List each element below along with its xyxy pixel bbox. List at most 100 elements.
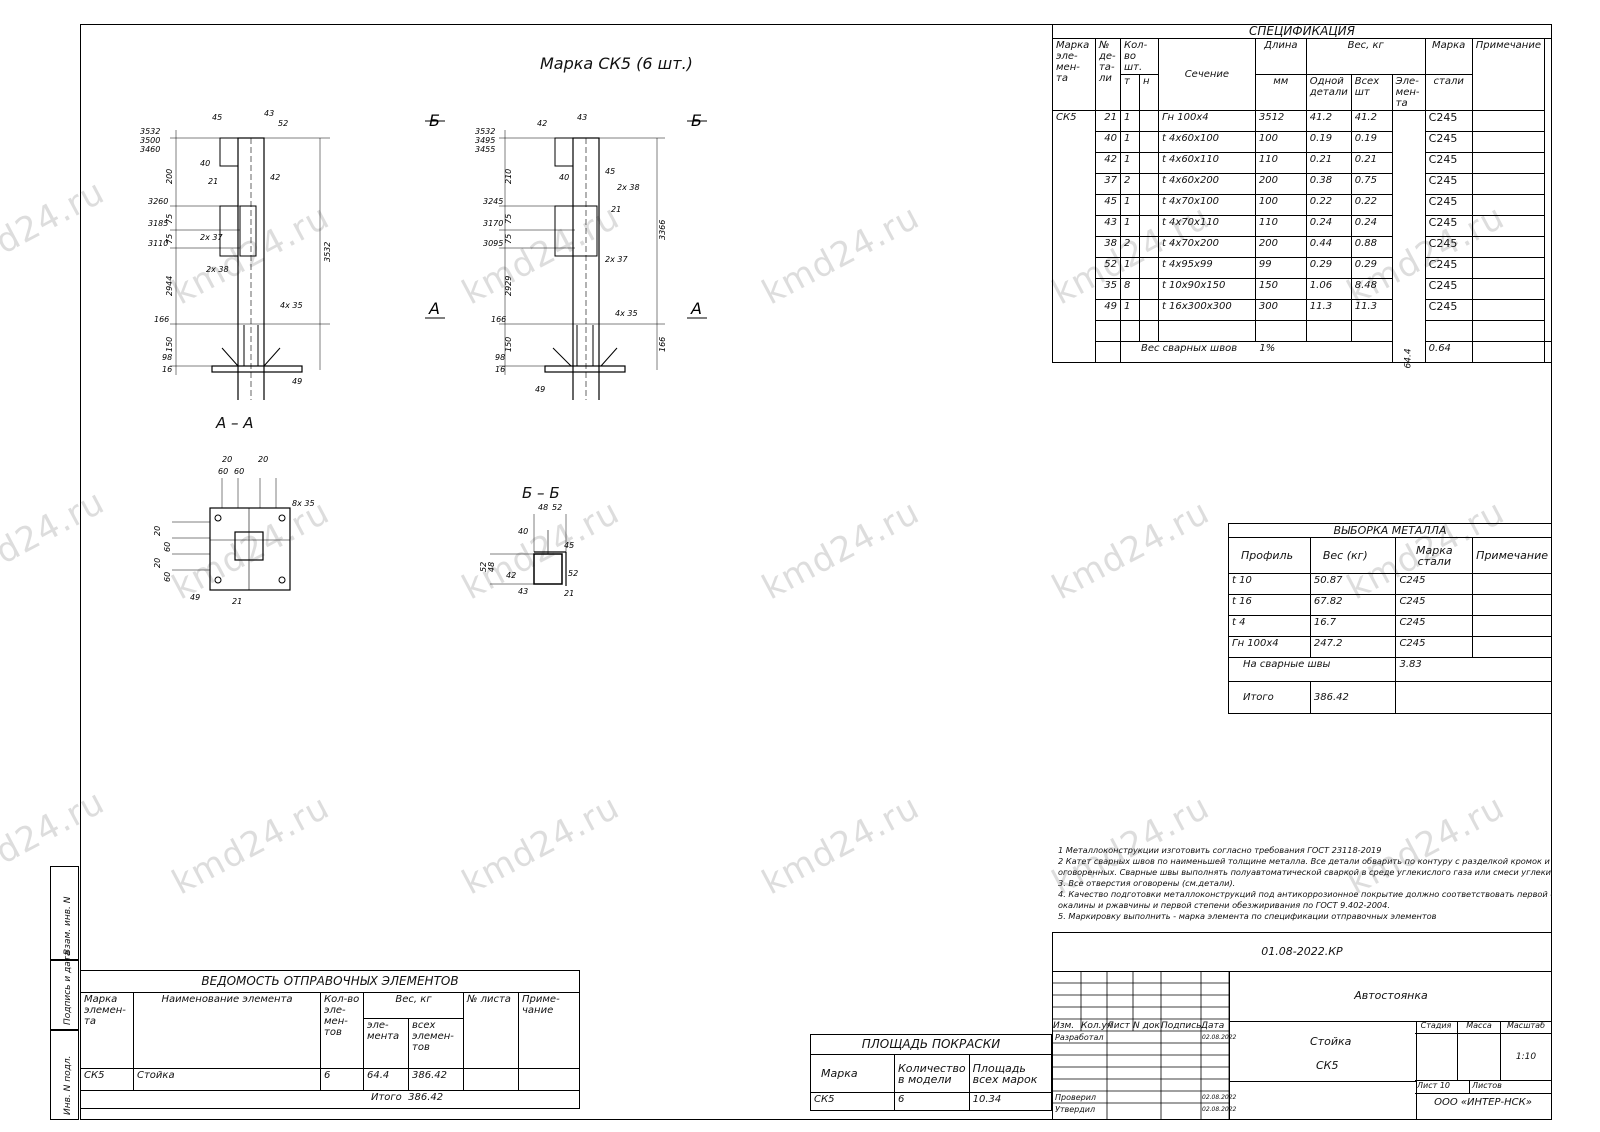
metal-cell-steel: С245 <box>1395 636 1474 658</box>
spec-cell-all: 41.2 <box>1350 110 1393 132</box>
metal-total-value: 386.42 <box>1309 681 1397 714</box>
metal-welds-value: 3.83 <box>1399 659 1422 670</box>
spec-cell-section: t 4х60х200 <box>1157 173 1256 195</box>
side-callout: 45 <box>605 167 615 176</box>
col-label: Изм. <box>1053 1021 1075 1031</box>
cut-label-a: А <box>428 299 440 318</box>
front-dim: 200 <box>165 169 174 184</box>
spec-cell-no: 35 <box>1094 278 1121 300</box>
mass-label: Масса <box>1458 1021 1501 1034</box>
spec-cell-all: 0.22 <box>1350 194 1393 216</box>
spec-cell-section: t 4х70х100 <box>1157 194 1256 216</box>
scale-label: Масштаб <box>1501 1021 1551 1034</box>
title-block-code: 01.08-2022.КР <box>1053 933 1551 972</box>
front-dim: 2944 <box>165 276 174 296</box>
cut-label-b: Б <box>691 111 702 130</box>
col-label: Лист <box>1107 1021 1130 1031</box>
section-bb-drawing: 48 52 52 48 40 45 42 52 43 21 <box>479 503 578 598</box>
spec-cell-one: 0.44 <box>1305 236 1352 258</box>
spec-cell-one: 0.38 <box>1305 173 1352 195</box>
side-callout: 21 <box>611 205 621 214</box>
side-elevation: 3455 <box>475 145 495 154</box>
bb-callout: 21 <box>564 589 574 598</box>
side-dim: 75 <box>504 234 513 244</box>
metal-cell-weight: 50.87 <box>1309 573 1397 595</box>
front-callout: 43 <box>264 109 274 118</box>
front-callout: 21 <box>208 177 218 186</box>
col-label: Кол.уч <box>1081 1021 1113 1031</box>
side-elevation: 16 <box>495 365 505 374</box>
shipping-header-mark: Марка элемен- та <box>80 992 134 1069</box>
spec-cell-no: 45 <box>1094 194 1121 216</box>
spec-cell-length: 3512 <box>1254 110 1307 132</box>
note-line: 3. Все отверстия оговорены (см.детали). <box>1058 878 1236 888</box>
spec-cell-all: 0.24 <box>1350 215 1393 237</box>
sheet-label: Лист 10 <box>1415 1081 1470 1094</box>
side-dim: 3366 <box>658 220 667 240</box>
spec-cell-one: 41.2 <box>1305 110 1352 132</box>
metal-cell-steel: С245 <box>1395 615 1474 637</box>
front-callout: 49 <box>292 377 302 386</box>
spec-weld-label: Вес сварных швов <box>1140 343 1238 354</box>
shipping-header-qty: Кол-во эле- мен- тов <box>320 992 364 1069</box>
spec-cell-length: 100 <box>1254 131 1307 153</box>
spec-cell-qty: 1 <box>1119 257 1140 279</box>
metal-header-weight: Вес (кг) <box>1309 537 1397 574</box>
aa-dim: 20 <box>222 455 232 464</box>
title-block-right: Стадия Масса Масштаб 1:10 Лист 10 Листов… <box>1415 1021 1552 1119</box>
shipping-cell-mark: СК5 <box>80 1068 134 1091</box>
spec-cell-qty: 2 <box>1119 173 1140 195</box>
front-callout: 4x 35 <box>280 301 303 310</box>
title-block-part-cell: Стойка СК5 <box>1229 1021 1417 1082</box>
spec-cell-steel: С245 <box>1424 173 1473 195</box>
metal-table: ВЫБОРКА МЕТАЛЛА Профиль Вес (кг) Марка с… <box>1227 523 1552 714</box>
spec-cell-no: 38 <box>1094 236 1121 258</box>
side-callout: 4x 35 <box>615 309 638 318</box>
spec-cell-no: 42 <box>1094 152 1121 174</box>
col-label: Дата <box>1201 1021 1225 1031</box>
spec-cell-steel: С245 <box>1424 299 1473 321</box>
spec-header-length: Длина <box>1254 38 1307 75</box>
paint-header-mark: Марка <box>810 1054 895 1093</box>
role-label: Разработал <box>1055 1033 1104 1042</box>
role-label: Проверил <box>1055 1093 1097 1102</box>
spec-cell-steel: С245 <box>1424 131 1473 153</box>
front-view-drawing: 3532 3500 3460 3260 3185 3110 166 98 16 … <box>140 109 332 400</box>
spec-header-w-all: Всех шт <box>1350 74 1393 111</box>
spec-cell-no: 37 <box>1094 173 1121 195</box>
metal-cell-profile: Гн 100х4 <box>1228 636 1311 658</box>
metal-cell-weight: 247.2 <box>1309 636 1397 658</box>
front-callout: 42 <box>270 173 280 182</box>
role-date: 02.08.2022 <box>1202 1094 1237 1101</box>
spec-cell-all: 8.48 <box>1350 278 1393 300</box>
cut-label-b: Б <box>429 111 440 130</box>
spec-cell-steel: С245 <box>1424 278 1473 300</box>
spec-cell-section: t 4х95х99 <box>1157 257 1256 279</box>
front-callout: 52 <box>278 119 288 128</box>
note-line: 1 Металлоконструкции изготовить согласно… <box>1058 845 1382 855</box>
metal-title: ВЫБОРКА МЕТАЛЛА <box>1228 523 1552 538</box>
spec-cell-length: 100 <box>1254 194 1307 216</box>
technical-notes: 1 Металлоконструкции изготовить согласно… <box>1058 845 1552 922</box>
sheets-label: Листов <box>1470 1081 1552 1094</box>
title-block-empty <box>1229 1081 1417 1119</box>
aa-dim: 60 <box>234 467 244 476</box>
spec-cell-one: 1.06 <box>1305 278 1352 300</box>
side-elevation: 98 <box>495 353 505 362</box>
spec-cell-steel: С245 <box>1424 236 1473 258</box>
metal-welds-label: На сварные швы <box>1243 659 1331 670</box>
spec-cell-section: t 10х90х150 <box>1157 278 1256 300</box>
front-dim: 75 <box>165 214 174 224</box>
stamp-label: Подпись и дата <box>63 950 73 1025</box>
front-elevation: 166 <box>154 315 169 324</box>
spec-cell-length: 200 <box>1254 236 1307 258</box>
spec-cell-all: 0.29 <box>1350 257 1393 279</box>
title-block: 01.08-2022.КР Изм. Кол.уч Лист N док Под… <box>1052 932 1552 1120</box>
shipping-cell-w-all: 386.42 <box>408 1068 464 1091</box>
title-block-part: Стойка <box>1310 1035 1352 1048</box>
spec-header-detail: № де- та- ли <box>1094 38 1121 111</box>
paint-header-area: Площадь всех марок <box>968 1054 1053 1093</box>
spec-cell-all: 0.88 <box>1350 236 1393 258</box>
bb-callout: 42 <box>506 571 516 580</box>
front-elevation: 3185 <box>148 219 168 228</box>
